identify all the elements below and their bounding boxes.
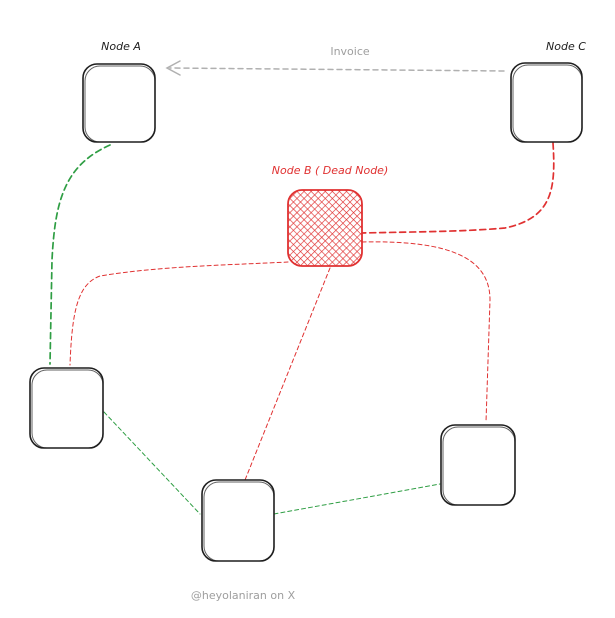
- node-b-dead[interactable]: [287, 189, 363, 267]
- node-bottom[interactable]: [201, 479, 275, 562]
- edge-node-a-left-node: [49, 144, 111, 365]
- node-c-label: Node C: [546, 40, 586, 53]
- edge-node-c-node-b: [361, 142, 555, 234]
- invoice-label: Invoice: [330, 45, 370, 58]
- edge-bottom-node-right-node: [273, 483, 441, 515]
- invoice-edge: [165, 60, 505, 76]
- node-b-label: Node B ( Dead Node): [272, 164, 389, 177]
- edge-node-b-right-node: [361, 241, 491, 423]
- credit-text: @heyolaniran on X: [191, 589, 296, 602]
- node-left[interactable]: [29, 367, 104, 449]
- edge-node-b-left-node: [69, 261, 289, 366]
- node-a-label: Node A: [101, 40, 141, 53]
- node-a[interactable]: [82, 63, 156, 143]
- node-right[interactable]: [440, 424, 516, 506]
- node-c[interactable]: [510, 62, 583, 143]
- edge-node-b-bottom-node: [244, 267, 331, 481]
- edge-left-node-bottom-node: [103, 411, 201, 515]
